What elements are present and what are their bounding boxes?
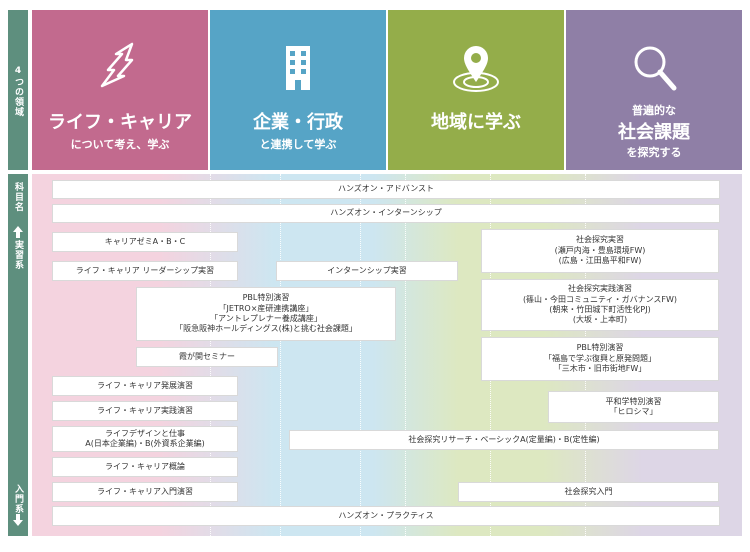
area-subtitle: について考え、学ぶ xyxy=(70,138,170,151)
course-label: PBL特別演習 xyxy=(576,343,624,353)
area-prefix: 普遍的な xyxy=(632,104,676,117)
course-label: 社会探究リサーチ・ベーシックA(定量編)・B(定性編) xyxy=(408,434,600,444)
course-box: ライフ・キャリア発展演習 xyxy=(52,376,238,396)
area-title: ライフ・キャリア xyxy=(48,112,192,133)
course-label: (広島・江田島平和FW) xyxy=(558,256,642,266)
course-label: ライフ・キャリア入門演習 xyxy=(97,486,193,496)
course-label: 社会探究実践演習 xyxy=(568,284,632,294)
course-box: 社会探究リサーチ・ベーシックA(定量編)・B(定性編) xyxy=(289,430,719,450)
course-box: ライフ・キャリア入門演習 xyxy=(52,482,238,502)
course-label: (大坂・上本町) xyxy=(572,315,628,325)
course-label: 社会探究入門 xyxy=(564,486,613,496)
course-box: PBL特別演習 「福島で学ぶ復興と原発問題」 「三木市・旧市街地FW」 xyxy=(481,337,719,381)
areas-label: 4つの領域 xyxy=(13,66,23,117)
area-subtitle: と連携して学ぶ xyxy=(259,138,337,151)
course-label: (篠山・今田コミュニティ・ガバナンスFW) xyxy=(522,294,678,304)
area-card-social-issues: 普遍的な 社会課題 を探究する xyxy=(566,10,742,170)
sidebar-area-label: 4つの領域 xyxy=(8,10,28,170)
course-box: ライフ・キャリア実践演習 xyxy=(52,401,238,421)
map-pin-target-icon xyxy=(453,46,499,92)
course-box: ライフ・キャリア概論 xyxy=(52,457,238,477)
course-label: (瀬戸内海・豊島環境FW) xyxy=(554,245,646,255)
course-box: ライフデザインと仕事 A(日本企業編)・B(外資系企業編) xyxy=(52,426,238,452)
course-box: ハンズオン・プラクティス xyxy=(52,506,720,526)
practice-type-label: 実習系 xyxy=(13,240,23,270)
course-box: ライフ・キャリア リーダーシップ実習 xyxy=(52,261,238,281)
course-label: ライフ・キャリア リーダーシップ実習 xyxy=(75,265,215,275)
course-label: ハンズオン・プラクティス xyxy=(338,510,434,520)
area-card-corporate-government: 企業・行政 と連携して学ぶ xyxy=(210,10,386,170)
course-box: 霞が関セミナー xyxy=(136,347,278,367)
area-title: 社会課題 xyxy=(618,122,690,143)
course-box: キャリアゼミA・B・C xyxy=(52,232,238,252)
course-label: 「三木市・旧市街地FW」 xyxy=(553,364,647,374)
arrow-up-icon xyxy=(13,226,23,238)
course-box: ハンズオン・アドバンスト xyxy=(52,180,720,199)
course-label: (朝来・竹田城下町活性化PJ) xyxy=(549,305,651,314)
area-card-region: 地域に学ぶ xyxy=(388,10,564,170)
intro-type-label: 入門系 xyxy=(13,484,23,514)
course-label: ハンズオン・インターンシップ xyxy=(330,208,442,218)
area-title: 地域に学ぶ xyxy=(431,112,521,133)
course-label: ハンズオン・アドバンスト xyxy=(337,184,435,194)
column-divider xyxy=(405,174,406,536)
course-box: 社会探究実習 (瀬戸内海・豊島環境FW) (広島・江田島平和FW) xyxy=(481,229,719,273)
arrow-down-icon xyxy=(13,514,23,526)
course-name-label: 科目名 xyxy=(13,182,23,212)
course-label: ライフデザインと仕事 xyxy=(105,428,185,438)
zigzag-arrow-icon xyxy=(100,42,134,88)
course-box: 社会探究実践演習 (篠山・今田コミュニティ・ガバナンスFW) (朝来・竹田城下町… xyxy=(481,279,719,331)
course-box: 社会探究入門 xyxy=(458,482,719,502)
course-label: ライフ・キャリア発展演習 xyxy=(97,380,193,390)
course-label: ライフ・キャリア実践演習 xyxy=(97,405,193,415)
column-divider xyxy=(360,174,361,536)
course-label: ライフ・キャリア概論 xyxy=(105,461,185,471)
course-label: 「アントレプレナー養成講座」 xyxy=(210,314,322,323)
course-label: 社会探究実習 xyxy=(576,235,624,245)
course-label: 「JETRO×産研連携講座」 xyxy=(218,303,314,313)
magnifier-icon xyxy=(634,46,677,91)
area-title: 企業・行政 xyxy=(253,112,343,133)
course-label: インターンシップ実習 xyxy=(327,265,407,275)
course-label: PBL特別演習 xyxy=(242,293,290,303)
area-subtitle: を探究する xyxy=(626,146,682,159)
course-box: 平和学特別演習 「ヒロシマ」 xyxy=(548,391,719,423)
course-box: インターンシップ実習 xyxy=(276,261,458,281)
course-label: 平和学特別演習 xyxy=(605,396,662,406)
course-label: キャリアゼミA・B・C xyxy=(104,236,186,246)
area-card-life-career: ライフ・キャリア について考え、学ぶ xyxy=(32,10,208,170)
course-box: PBL特別演習 「JETRO×産研連携講座」 「アントレプレナー養成講座」 「阪… xyxy=(136,287,396,341)
course-label: A(日本企業編)・B(外資系企業編) xyxy=(85,439,205,448)
course-label: 「ヒロシマ」 xyxy=(609,407,658,416)
course-box: ハンズオン・インターンシップ xyxy=(52,204,720,223)
course-label: 「阪急阪神ホールディングス(株)と挑む社会課題」 xyxy=(175,324,357,334)
sidebar-course-axis: 科目名 実習系 入門系 xyxy=(8,174,28,536)
course-label: 霞が関セミナー xyxy=(179,351,235,361)
office-building-icon xyxy=(286,46,310,90)
course-label: 「福島で学ぶ復興と原発問題」 xyxy=(544,353,656,363)
column-divider xyxy=(280,174,281,536)
